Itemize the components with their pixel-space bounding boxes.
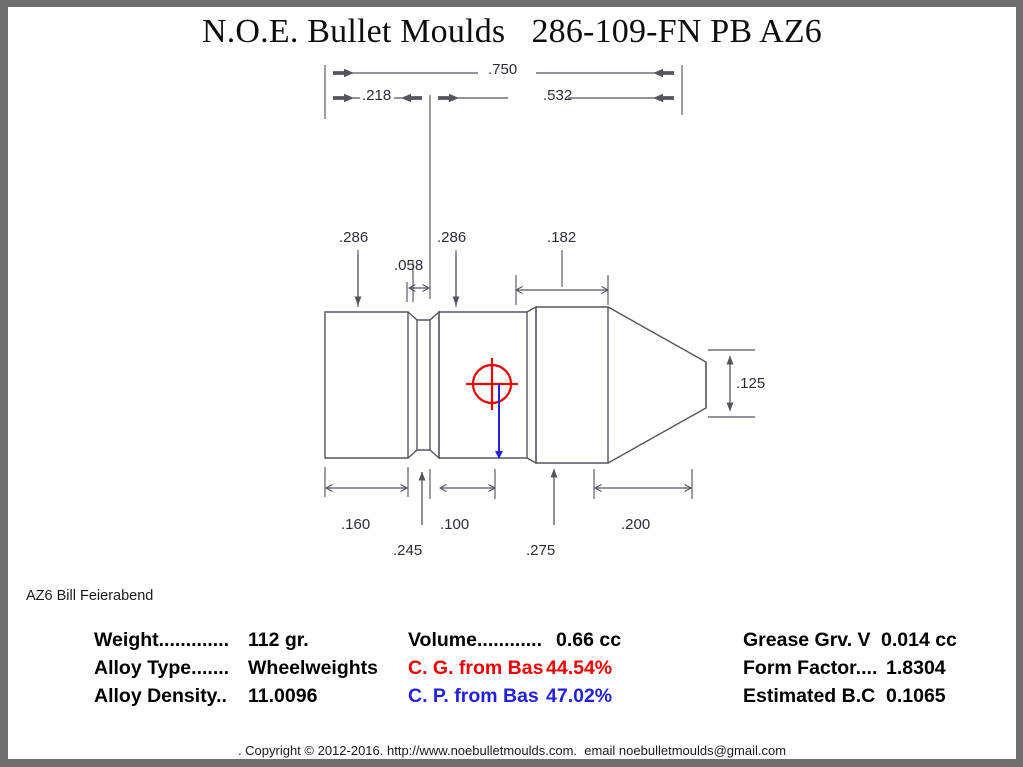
dim-drive-band-dia: .286 <box>437 229 467 246</box>
dim-base-band-dia: .286 <box>339 229 369 246</box>
weight-value: 112 gr. <box>248 629 309 651</box>
table-row: Alloy Density.. 11.0096 C. P. from Bas 4… <box>8 685 1016 715</box>
dim-groove-len: .100 <box>440 516 470 533</box>
designer-credit: AZ6 Bill Feierabend <box>26 588 154 604</box>
dim-nose-band-len: .182 <box>547 229 577 246</box>
volume-label: Volume............ <box>408 629 542 651</box>
alloy-type-label: Alloy Type....... <box>94 657 230 679</box>
cg-from-base-label: C. G. from Bas <box>408 657 544 679</box>
alloy-type-value: Wheelweights <box>248 657 379 679</box>
volume-value: 0.66 cc <box>556 629 622 651</box>
page-title: N.O.E. Bullet Moulds 286-109-FN PB AZ6 <box>201 13 823 50</box>
bullet-profile <box>324 305 707 465</box>
estimated-bc-label: Estimated B.C <box>743 685 876 707</box>
table-row: Weight............. 112 gr. Volume......… <box>8 629 1016 659</box>
dim-ogive-len: .200 <box>621 516 651 533</box>
dim-base-to-groove: .218 <box>362 87 392 104</box>
cp-marker <box>495 384 503 459</box>
grease-groove-label: Grease Grv. V <box>743 629 871 651</box>
cp-from-base-value: 47.02% <box>546 685 613 707</box>
dim-front-band-len: .245 <box>393 542 423 559</box>
dim-groove-to-nose: .532 <box>543 87 573 104</box>
dim-overall-length: .750 <box>488 61 518 78</box>
dim-mid-len: .275 <box>526 542 556 559</box>
weight-label: Weight............. <box>94 629 230 651</box>
spec-table: Weight............. 112 gr. Volume......… <box>8 629 1016 725</box>
form-factor-value: 1.8304 <box>886 657 946 679</box>
dim-groove-width: .058 <box>394 257 424 274</box>
table-row: Alloy Type....... Wheelweights C. G. fro… <box>8 657 1016 687</box>
alloy-density-label: Alloy Density.. <box>94 685 227 707</box>
dim-nose-flat-dia: .125 <box>736 375 766 392</box>
dim-base-band-len: .160 <box>341 516 371 533</box>
estimated-bc-value: 0.1065 <box>886 685 946 707</box>
dimension-lines <box>326 68 734 525</box>
drawing-sheet: N.O.E. Bullet Moulds 286-109-FN PB AZ6 <box>8 7 1016 759</box>
grease-groove-value: 0.014 cc <box>881 629 957 651</box>
alloy-density-value: 11.0096 <box>248 685 318 707</box>
cg-from-base-value: 44.54% <box>546 657 613 679</box>
extension-lines <box>324 65 755 499</box>
copyright-footer: . Copyright © 2012-2016. http://www.noeb… <box>237 743 787 758</box>
bullet-technical-drawing <box>324 65 755 525</box>
cg-marker <box>466 358 518 410</box>
form-factor-label: Form Factor.... <box>743 657 878 679</box>
cp-from-base-label: C. P. from Bas <box>408 685 539 707</box>
